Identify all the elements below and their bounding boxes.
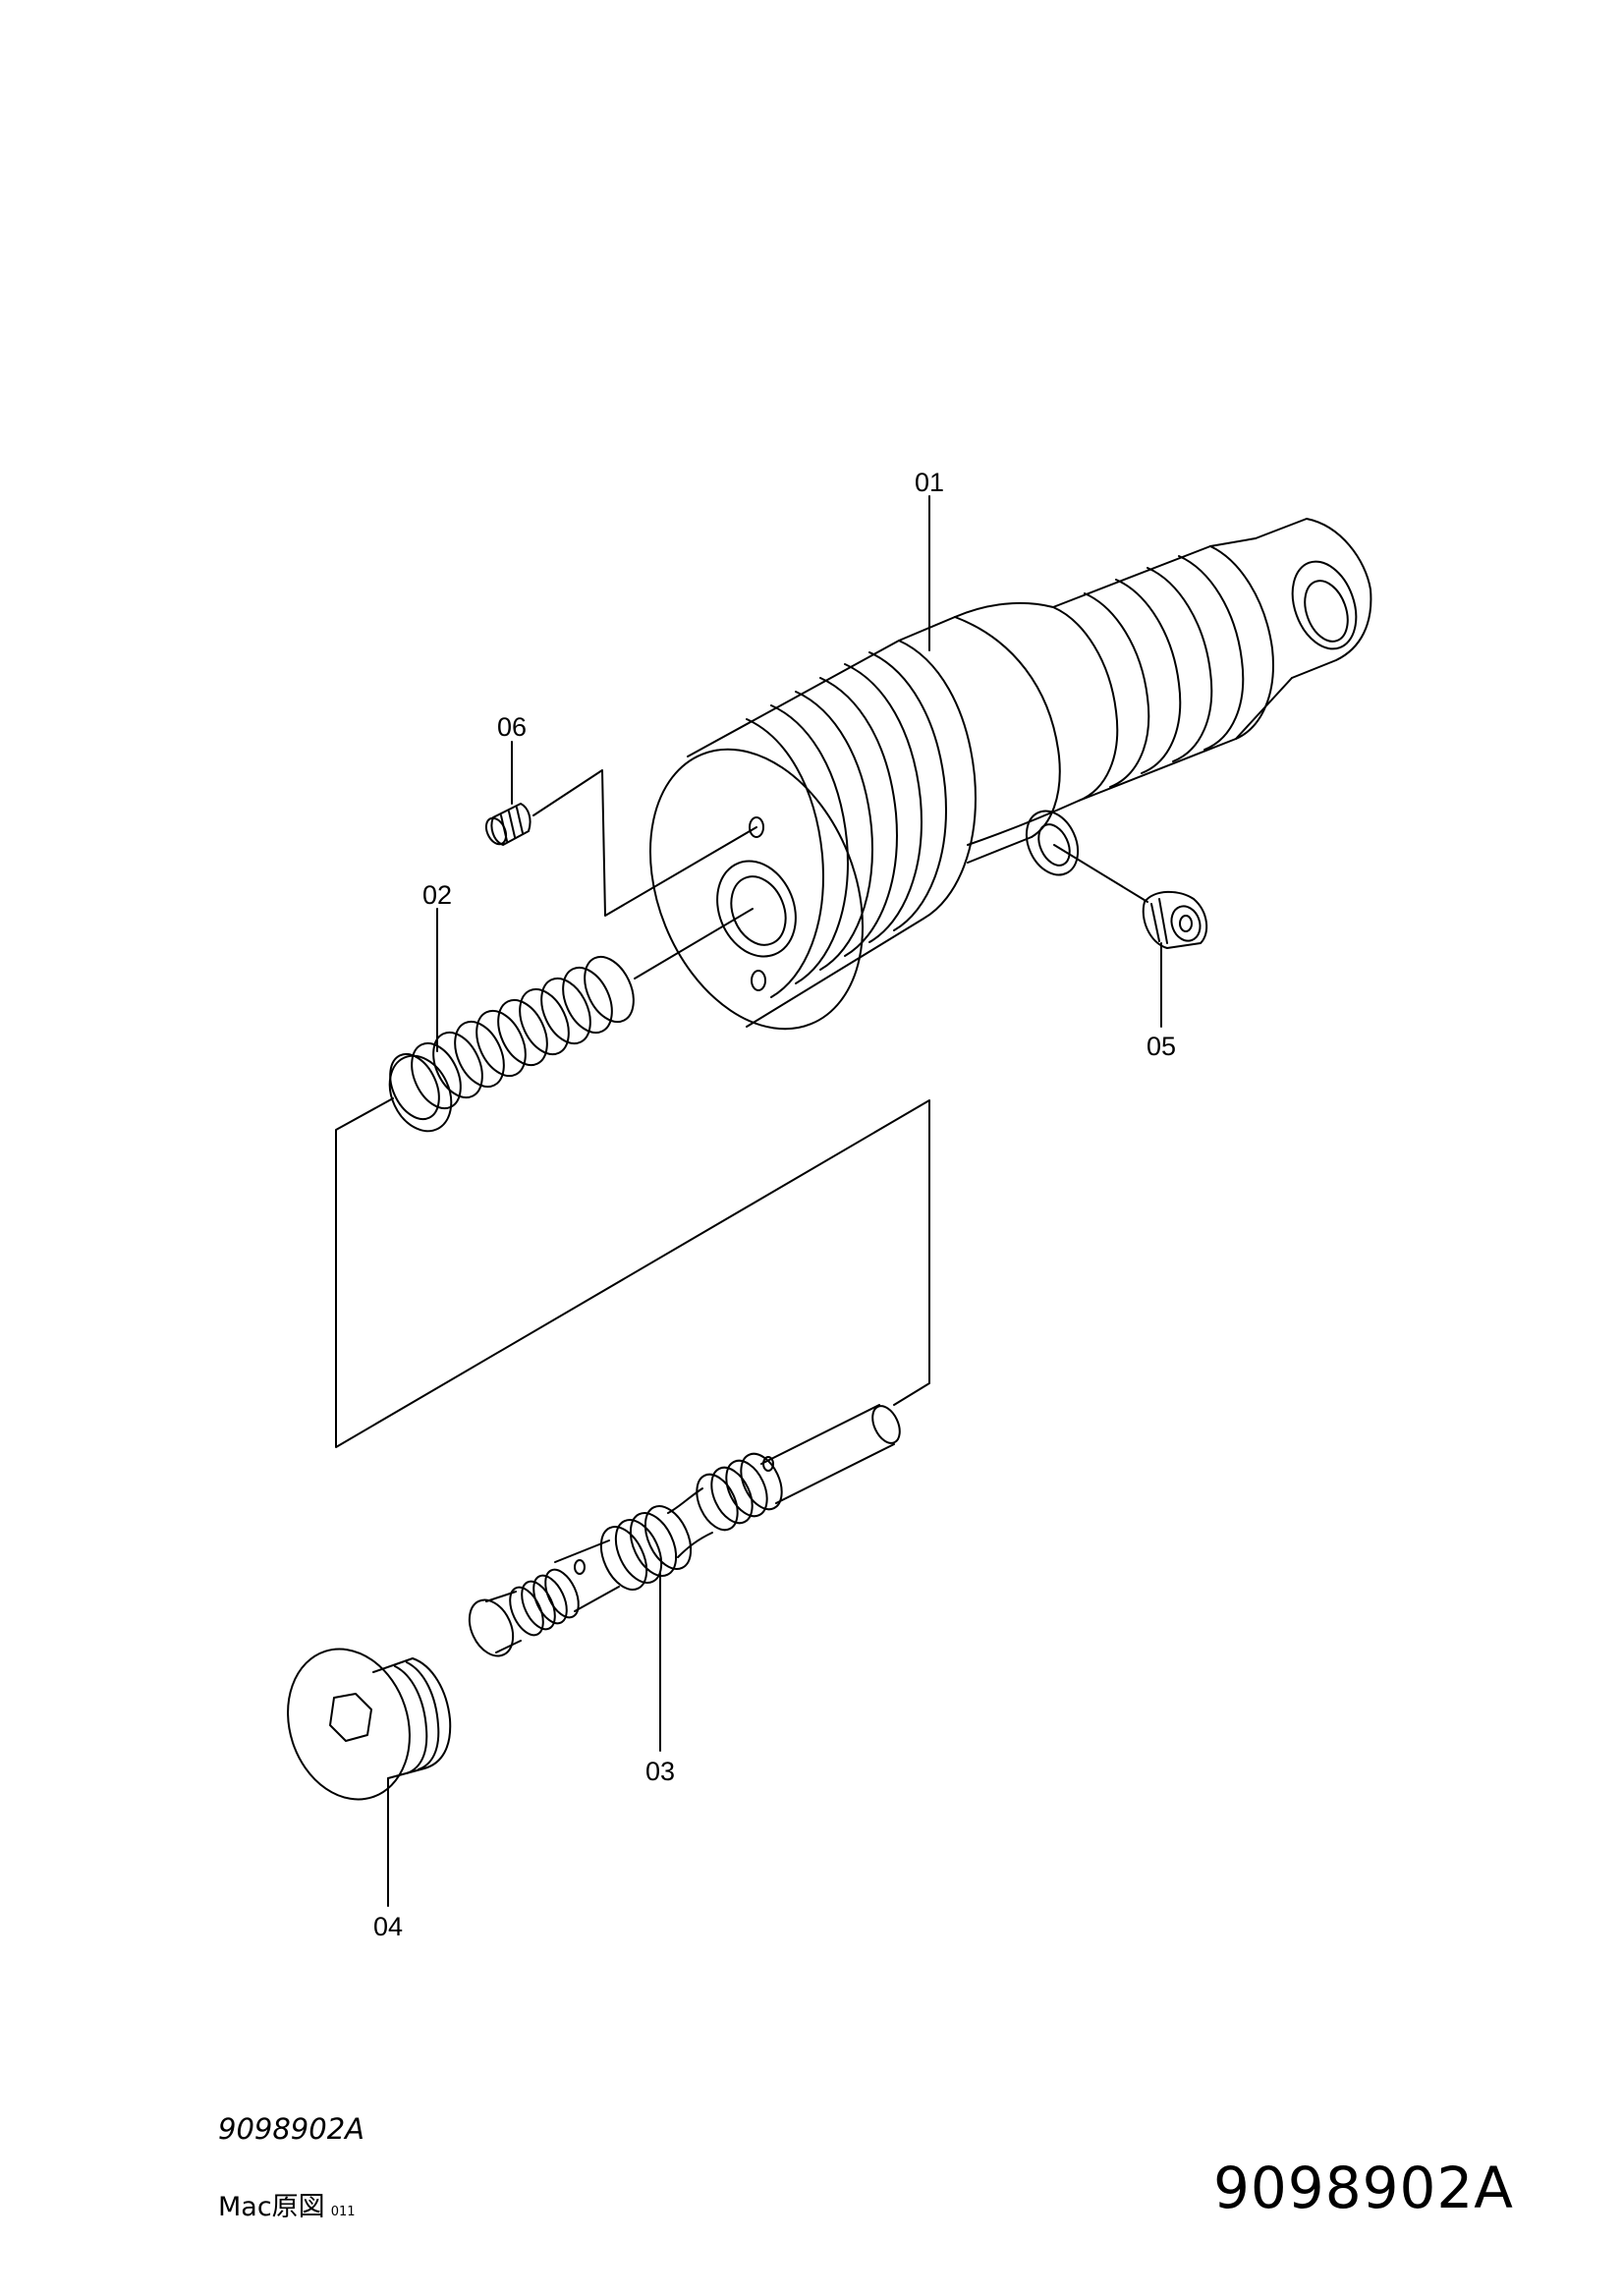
part-01-valve-body (611, 519, 1371, 1061)
part-04-hex-plug (269, 1633, 450, 1815)
body-front-grooves (688, 641, 976, 1027)
part-02-spring (378, 949, 643, 1142)
footer-drawing-code-small: 9098902A (218, 2112, 364, 2146)
label-04: 04 (373, 1912, 403, 1941)
side-port (1017, 803, 1088, 883)
body-mounting-tab (1256, 519, 1370, 678)
assembly-line-05 (1054, 845, 1147, 902)
body-mid-cylinder (899, 603, 1079, 863)
face-hole-bottom (752, 971, 765, 990)
label-05: 05 (1147, 1032, 1176, 1061)
spool-hole-rear (763, 1457, 773, 1471)
callout-labels: 01 06 02 05 03 04 (373, 468, 1176, 1941)
part-06-set-screw (482, 804, 531, 847)
footer-origin-text: Mac原図 (218, 2192, 325, 2222)
footer-origin-note: Mac原図 011 (218, 2185, 356, 2223)
body-rear-threads (1053, 538, 1292, 801)
assembly-leader-lines (336, 770, 1147, 1447)
hex-socket (330, 1694, 371, 1741)
label-03: 03 (645, 1757, 675, 1786)
assembly-line-02 (635, 909, 753, 979)
footer-drawing-code-large: 9098902A (1213, 2155, 1514, 2221)
label-01: 01 (915, 468, 944, 497)
face-hole-top (750, 817, 763, 837)
eyelet-hole (1297, 575, 1355, 647)
center-bore (703, 849, 810, 968)
spool-hole-mid (575, 1560, 585, 1574)
footer-origin-number: 011 (330, 2205, 356, 2219)
part-05-plug (1144, 892, 1206, 948)
assembly-line-02-03 (336, 1098, 929, 1447)
callout-leaders (388, 496, 1161, 1906)
label-06: 06 (497, 712, 527, 742)
label-02: 02 (422, 880, 452, 910)
eyelet-rim (1281, 553, 1368, 658)
part-03-spool (461, 1402, 905, 1663)
assembly-line-06 (533, 770, 756, 916)
